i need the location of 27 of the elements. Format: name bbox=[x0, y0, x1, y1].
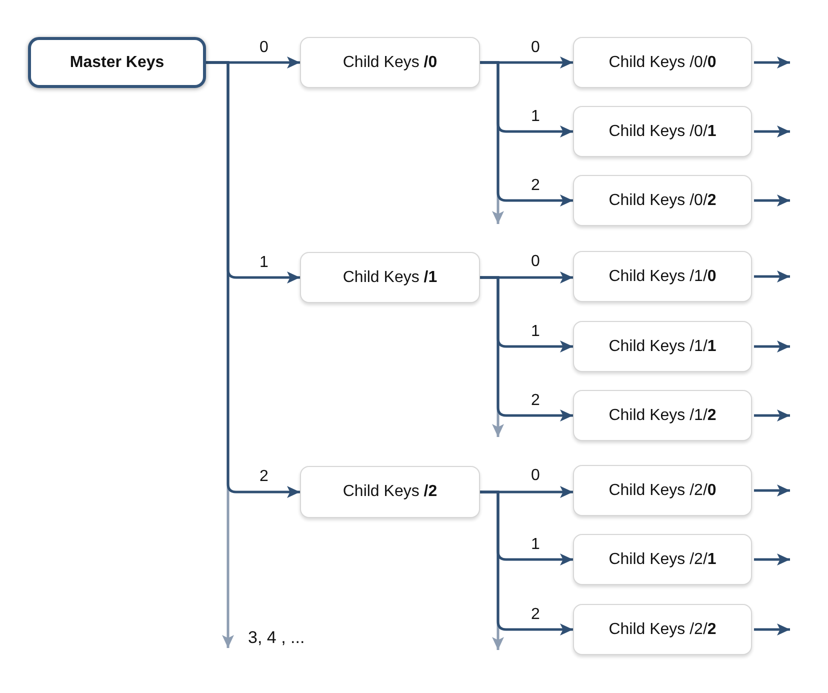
key-box: Child Keys /1/0 bbox=[573, 251, 752, 302]
arrow bbox=[754, 194, 790, 206]
arrow bbox=[480, 61, 573, 206]
continuation-note: 3, 4 , ... bbox=[248, 628, 305, 648]
arrow bbox=[754, 624, 790, 636]
key-box: Child Keys /0 bbox=[300, 37, 480, 88]
key-box: Child Keys /2 bbox=[300, 466, 480, 518]
arrow bbox=[480, 276, 573, 422]
key-box: Child Keys /0/2 bbox=[573, 175, 752, 226]
arrow bbox=[754, 270, 790, 282]
arrow bbox=[754, 410, 790, 422]
arrow bbox=[754, 340, 790, 352]
key-box: Child Keys /1/1 bbox=[573, 321, 752, 372]
key-box: Child Keys /2/2 bbox=[573, 604, 752, 655]
arrow bbox=[754, 56, 790, 68]
key-box: Master Keys bbox=[28, 37, 206, 88]
key-box: Child Keys /1/2 bbox=[573, 390, 752, 441]
key-box: Child Keys /2/0 bbox=[573, 465, 752, 516]
arrow bbox=[754, 126, 790, 138]
arrow bbox=[754, 484, 790, 496]
arrow bbox=[754, 554, 790, 566]
key-box: Child Keys /2/1 bbox=[573, 534, 752, 585]
key-box: Child Keys /1 bbox=[300, 252, 480, 303]
arrow bbox=[480, 490, 573, 636]
key-box: Child Keys /0/1 bbox=[573, 106, 752, 157]
arrow bbox=[206, 61, 300, 498]
key-box: Child Keys /0/0 bbox=[573, 37, 752, 88]
